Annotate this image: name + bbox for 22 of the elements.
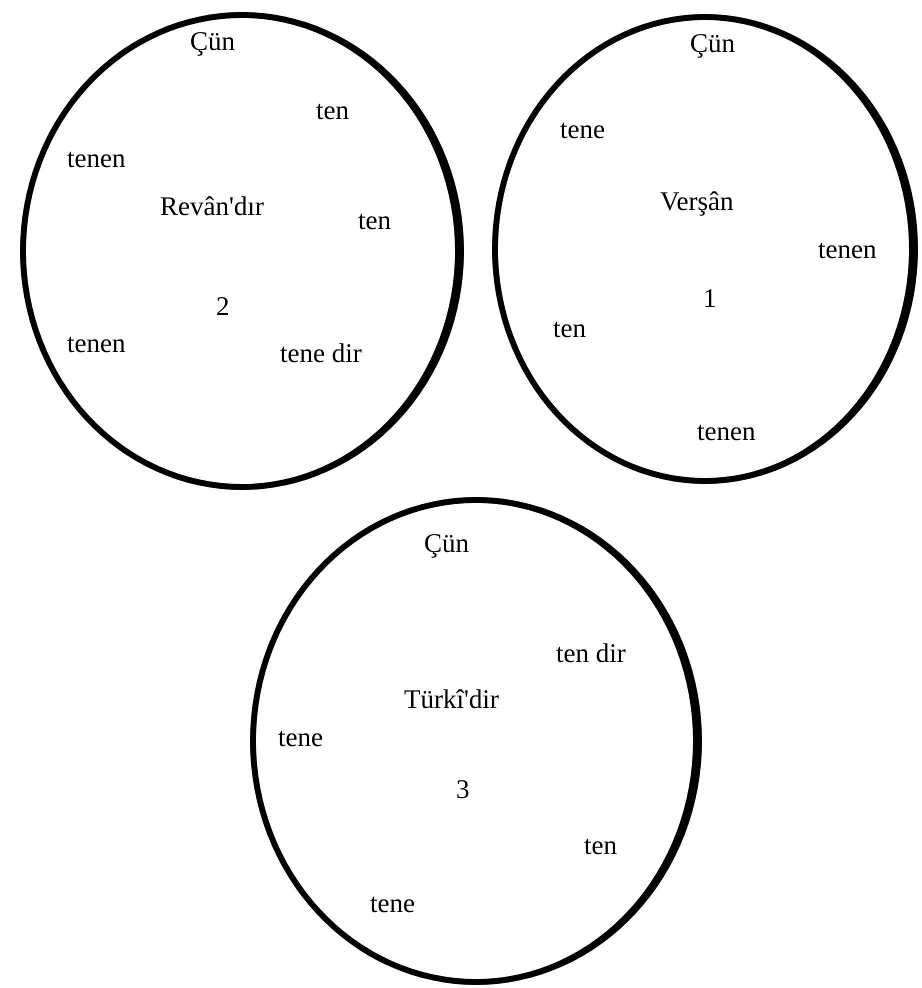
circle-text: 1 <box>703 285 716 312</box>
circle-text: ten <box>553 315 586 342</box>
circle-text: Revân'dır <box>160 193 264 220</box>
circle-text: tene <box>278 724 323 751</box>
circle-text: tene dir <box>280 340 362 367</box>
circle-text: Çün <box>424 530 470 557</box>
circle-text: ten <box>316 97 349 124</box>
circle-text: Verşân <box>660 188 734 215</box>
circle-text: tenen <box>67 145 126 172</box>
circle-text: tenen <box>697 418 756 445</box>
circle-text: Türkî'dir <box>404 686 499 713</box>
circle-text: ten <box>584 832 617 859</box>
circle-text: tene <box>560 116 605 143</box>
circle-text: tenen <box>818 236 876 263</box>
circle-text: Çün <box>690 30 736 57</box>
circle-text: tenen <box>67 330 126 357</box>
circle-text: 3 <box>456 776 470 803</box>
circle-text: tene <box>370 890 415 917</box>
circle-text: Çün <box>190 28 236 55</box>
circle-text: 2 <box>216 293 230 320</box>
circle-text: ten <box>358 207 391 234</box>
circle-text: ten dir <box>556 640 626 667</box>
